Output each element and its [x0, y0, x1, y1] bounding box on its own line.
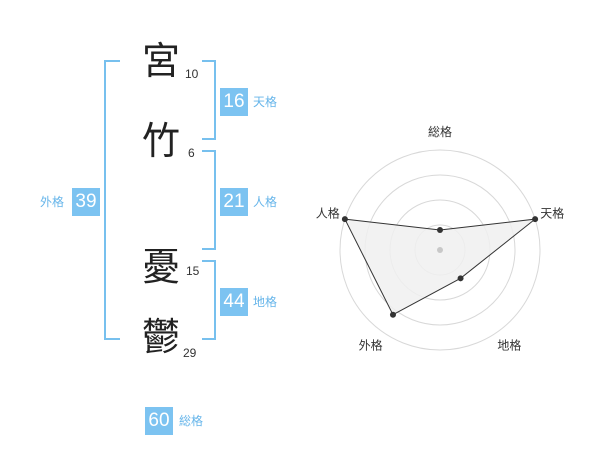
radar-axis-label-4: 外格 — [359, 337, 383, 352]
radar-axis-label-5: 人格 — [316, 206, 340, 221]
jinkaku-value-badge: 21 — [220, 188, 248, 216]
stroke-count-1: 10 — [185, 67, 199, 81]
gaikaku-value-badge: 39 — [72, 188, 100, 216]
soukaku-label: 総格 — [179, 414, 204, 428]
soukaku-value-badge: 60 — [145, 407, 173, 435]
radar-ring — [339, 149, 541, 351]
radar-value-polygon — [344, 218, 537, 316]
radar-point-5 — [341, 216, 348, 223]
stroke-count-2: 6 — [188, 146, 195, 160]
chikaku-bracket — [202, 260, 216, 340]
name-char-4: 鬱 — [142, 315, 181, 359]
jinkaku-label: 人格 — [253, 195, 278, 209]
tenkaku-bracket — [202, 60, 216, 140]
radar-center-dot — [437, 247, 443, 253]
radar-axis-label-3: 地格 — [497, 337, 521, 352]
radar-axis-label-2: 天格 — [540, 206, 564, 221]
name-char-3: 憂 — [142, 245, 181, 289]
stroke-count-4: 29 — [183, 346, 197, 360]
radar-points — [341, 216, 539, 318]
radar-point-3 — [457, 275, 464, 282]
gaikaku-bracket — [104, 60, 120, 340]
chikaku-value-badge: 44 — [220, 288, 248, 316]
name-char-1: 宮 — [142, 39, 181, 83]
name-char-2: 竹 — [142, 119, 181, 163]
tenkaku-value-badge: 16 — [220, 88, 248, 116]
jinkaku-bracket — [202, 150, 216, 250]
radar-point-1 — [437, 227, 443, 233]
gaikaku-label: 外格 — [40, 195, 65, 209]
tenkaku-label: 天格 — [253, 95, 278, 109]
radar-axis-label-1: 総格 — [428, 124, 452, 139]
radar-point-2 — [532, 216, 539, 223]
stroke-count-3: 15 — [186, 264, 200, 278]
radar-point-4 — [389, 311, 396, 318]
chikaku-label: 地格 — [253, 295, 278, 309]
